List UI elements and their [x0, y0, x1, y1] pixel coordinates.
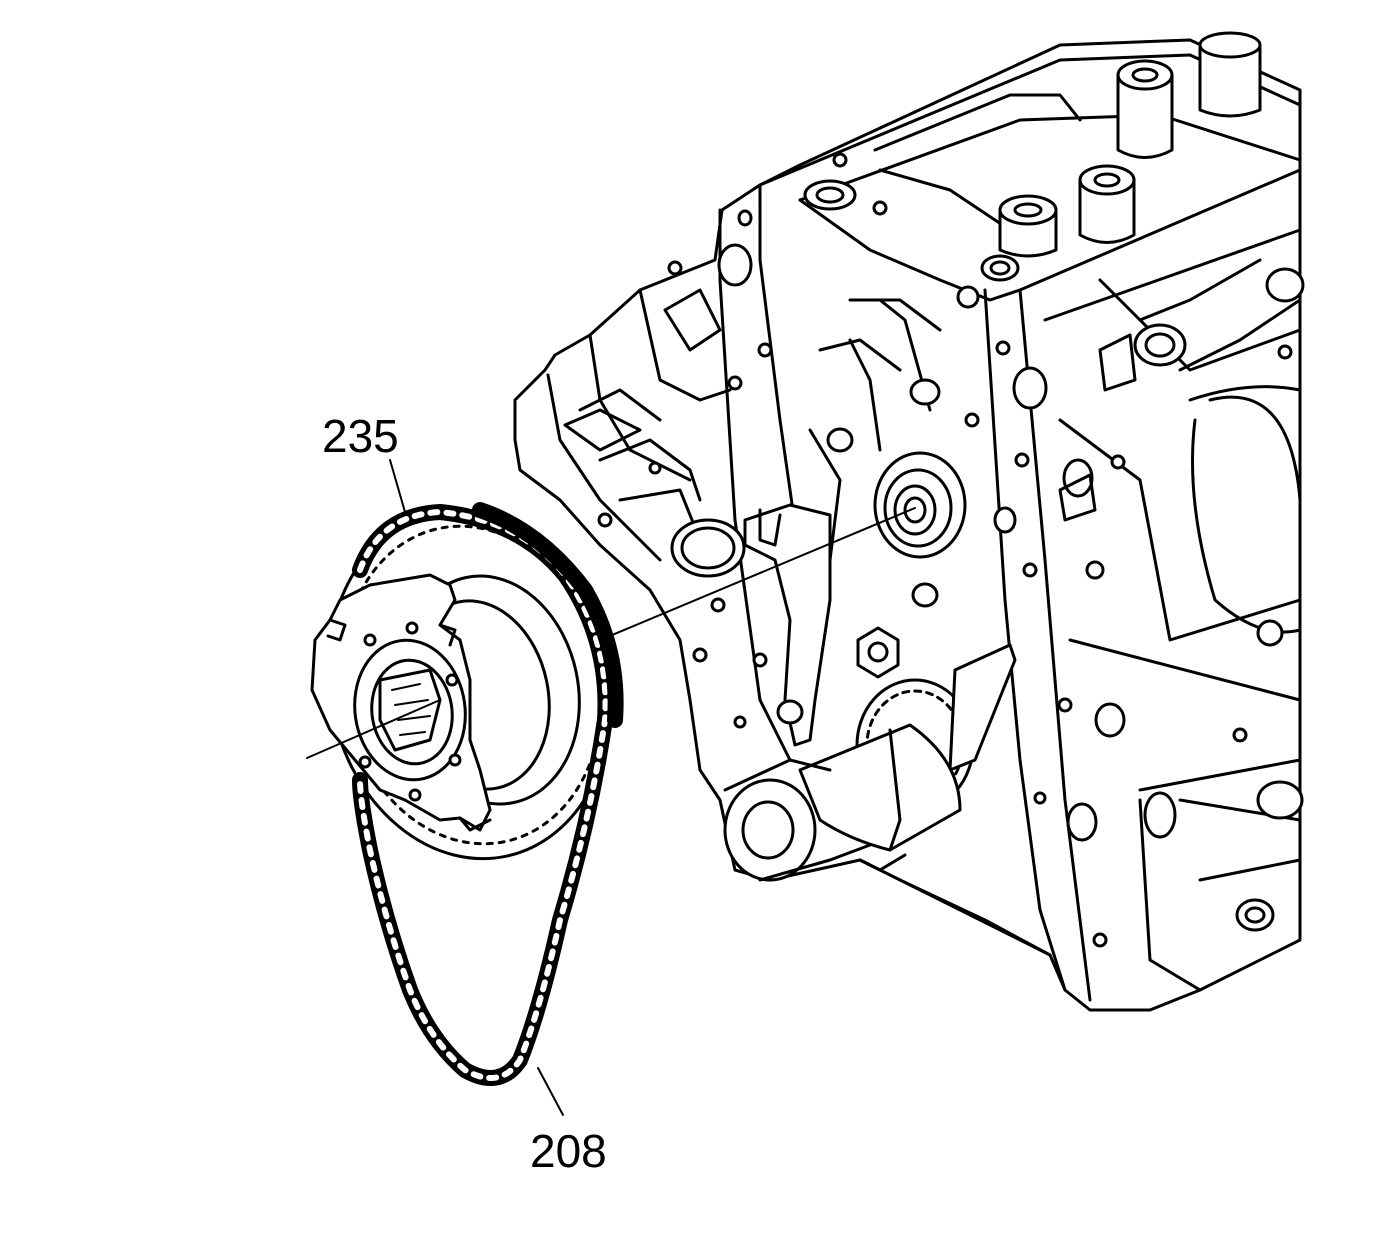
- deck-bosses: [998, 31, 1262, 258]
- camshaft-bore: [873, 451, 967, 559]
- leader-lines: [389, 459, 564, 1116]
- bolt-holes: [597, 152, 1293, 948]
- leader-235: [389, 459, 406, 513]
- callout-235: 235: [322, 410, 399, 462]
- centerline-rear: [604, 507, 916, 639]
- chain-guide: [743, 503, 832, 747]
- fasteners: [776, 378, 941, 725]
- camshaft-sprocket-phaser: [310, 509, 614, 861]
- engine-block: [513, 31, 1305, 1012]
- alignment-lines: [306, 507, 916, 759]
- oil-pump-actuator: [723, 643, 1017, 882]
- callout-208: 208: [530, 1125, 607, 1177]
- timing-chain: [352, 502, 624, 1086]
- centerline-front: [306, 699, 441, 759]
- leader-208: [537, 1067, 564, 1116]
